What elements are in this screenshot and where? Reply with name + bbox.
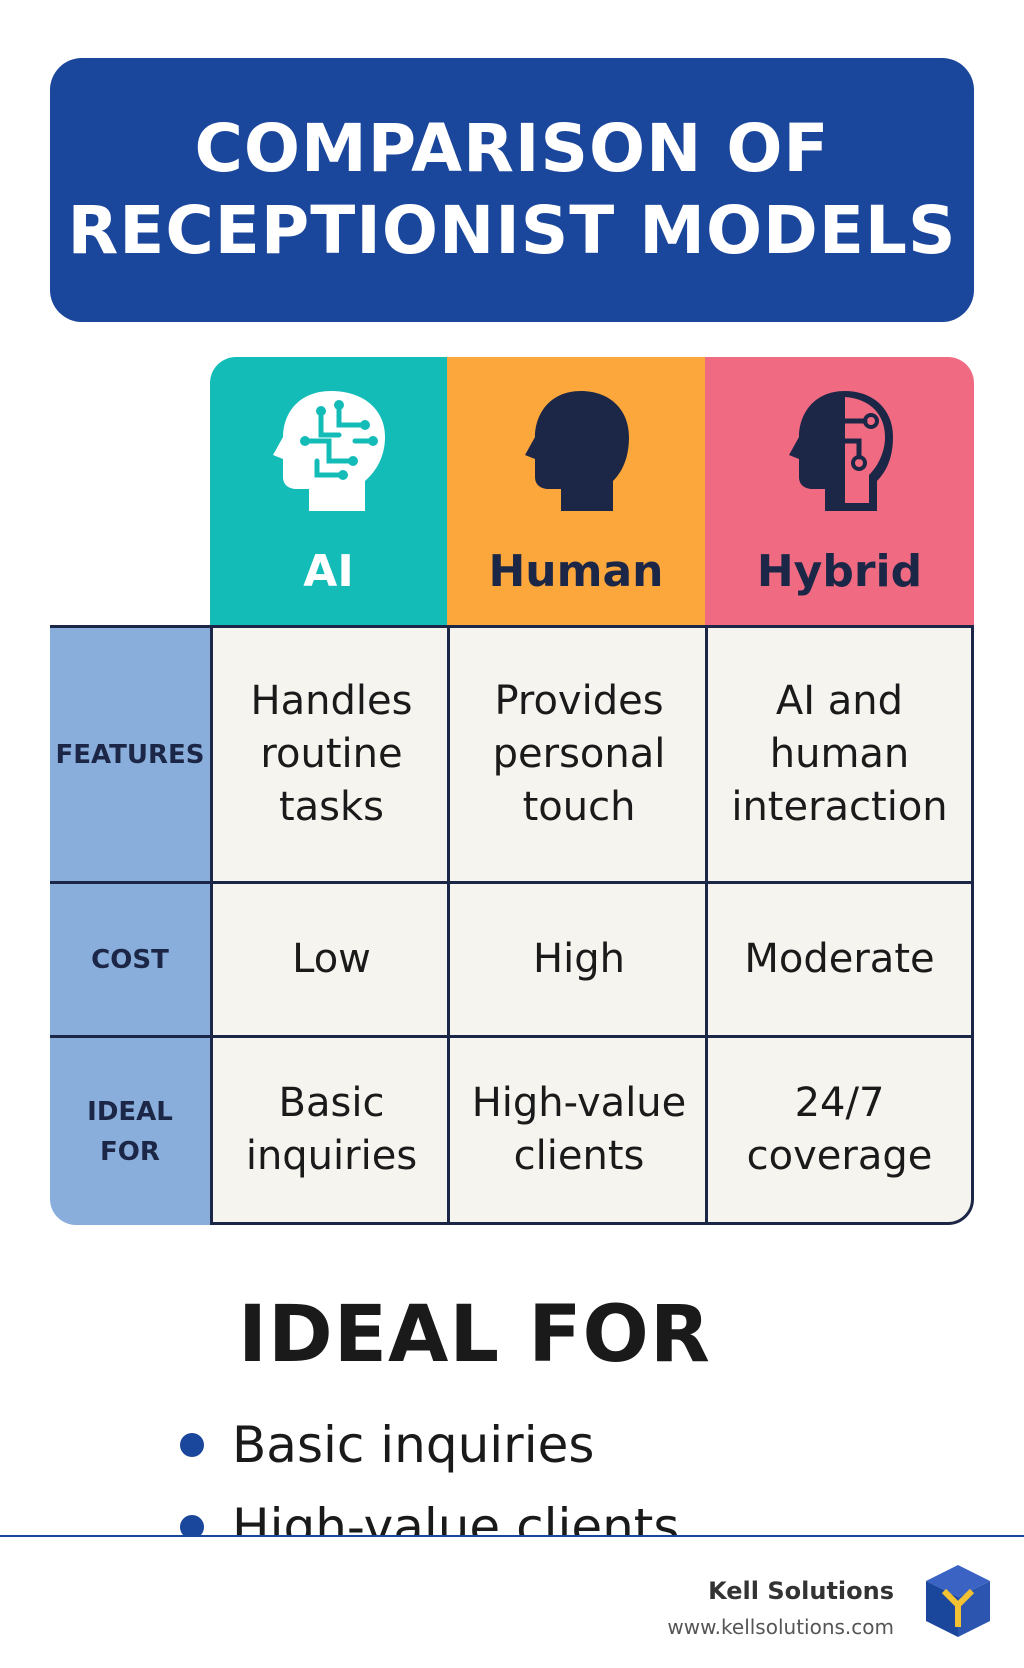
title-banner: COMPARISON OF RECEPTIONIST MODELS — [50, 58, 974, 322]
column-label-hybrid: Hybrid — [756, 546, 923, 597]
title-line-1: COMPARISON OF — [194, 110, 830, 187]
cell-hybrid-ideal-for: 24/7 coverage — [705, 1035, 974, 1225]
hybrid-head-icon — [788, 391, 893, 511]
footer: Kell Solutions www.kellsolutions.com — [0, 1535, 1024, 1668]
list-item-text: Basic inquiries — [232, 1416, 595, 1474]
row-header-ideal-line-1: IDEAL — [87, 1096, 173, 1127]
cell-hybrid-features: AI and human interaction — [705, 625, 974, 881]
cell-hybrid-cost: Moderate — [705, 881, 974, 1035]
column-header-hybrid: Hybrid — [705, 357, 974, 625]
row-header-ideal-line-2: FOR — [100, 1136, 160, 1167]
row-header-features: FEATURES — [50, 625, 210, 881]
column-header-human: Human — [447, 357, 705, 625]
ai-head-circuit-icon — [272, 391, 385, 511]
column-label-ai: AI — [303, 546, 354, 597]
list-item: Basic inquiries — [180, 1405, 679, 1487]
human-head-icon — [525, 391, 629, 511]
comparison-table: AI Human Hybrid FEATURES Handles routine… — [50, 357, 974, 1225]
cell-ai-cost: Low — [210, 881, 450, 1035]
cell-ai-ideal-for: Basic inquiries — [210, 1035, 450, 1225]
row-header-ideal-for: IDEAL FOR — [50, 1035, 210, 1225]
column-header-ai: AI — [210, 357, 447, 625]
brand-url: www.kellsolutions.com — [667, 1615, 894, 1639]
column-label-human: Human — [488, 546, 664, 597]
bullet-icon — [180, 1433, 204, 1457]
title-line-2: RECEPTIONIST MODELS — [67, 192, 957, 269]
cube-logo-icon — [926, 1565, 990, 1637]
cell-human-ideal-for: High-value clients — [447, 1035, 708, 1225]
row-header-cost: COST — [50, 881, 210, 1035]
cell-human-features: Provides personal touch — [447, 625, 708, 881]
cell-ai-features: Handles routine tasks — [210, 625, 450, 881]
cell-human-cost: High — [447, 881, 708, 1035]
ideal-for-heading: IDEAL FOR — [238, 1290, 711, 1380]
brand-name: Kell Solutions — [708, 1577, 894, 1605]
